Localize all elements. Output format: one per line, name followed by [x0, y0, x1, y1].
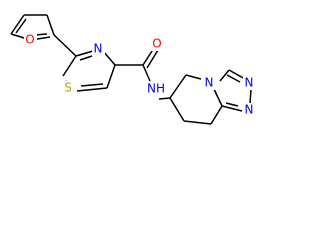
atom-o-carbonyl: O [152, 37, 161, 51]
bond [228, 69, 246, 80]
bond [169, 97, 185, 122]
bond [226, 74, 241, 83]
bond [146, 49, 159, 69]
bond [106, 64, 116, 89]
bond [249, 89, 252, 104]
bond [62, 55, 77, 77]
bond [10, 14, 25, 35]
bond [142, 64, 151, 82]
label-background [24, 33, 37, 47]
label-background [62, 81, 75, 95]
bond [183, 120, 212, 125]
molecule-structure-diagram: O S N O NH N N N [10, 14, 256, 125]
atom-o-furan: O [25, 33, 34, 47]
bond [219, 69, 230, 82]
bond [158, 97, 171, 100]
tetrahydropyridine-ring [169, 74, 223, 125]
atom-n-triazole-top: N [245, 76, 254, 90]
label-background [243, 76, 256, 90]
label-background [203, 76, 216, 90]
atom-n-thiazole: N [94, 42, 103, 56]
bond [80, 83, 104, 87]
atom-s-thiazole: S [64, 81, 72, 95]
bond [75, 50, 94, 57]
bond [53, 34, 77, 57]
label-background [144, 82, 168, 96]
atom-n-triazole-fused: N [205, 76, 214, 90]
triazole-ring [219, 69, 252, 112]
bond [46, 14, 55, 36]
atom-n-triazole-bottom: N [245, 103, 254, 117]
bond [185, 74, 202, 80]
bond [169, 74, 187, 99]
label-background [92, 42, 105, 56]
bond [210, 105, 223, 125]
label-background [243, 103, 256, 117]
atom-labels: O S N O NH N N N [24, 33, 256, 117]
bond [225, 102, 239, 107]
atom-nh-amide: NH [147, 82, 165, 96]
bond [221, 105, 243, 112]
bond [79, 55, 93, 61]
bond [15, 18, 27, 34]
bond [76, 87, 108, 92]
bond [212, 86, 223, 107]
label-background [151, 37, 164, 51]
